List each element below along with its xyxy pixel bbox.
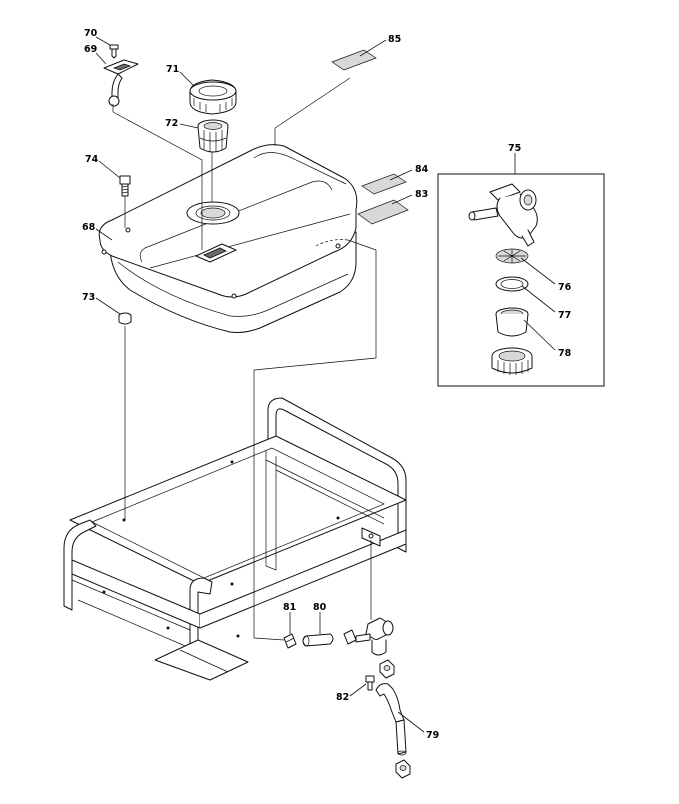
hose-clip-bottom <box>395 759 411 779</box>
callout-numbers: 70 69 71 72 74 68 73 85 84 83 75 76 77 7… <box>82 28 572 741</box>
ring-nut <box>491 347 533 375</box>
hose-clip-part-81 <box>283 633 297 649</box>
fuel-tank <box>98 144 358 333</box>
fuel-cock-part-75 <box>468 183 538 247</box>
callout-68: 68 <box>82 222 96 233</box>
o-ring-part-77 <box>495 276 529 292</box>
fuel-strainer-part-72 <box>197 119 229 153</box>
callout-81: 81 <box>283 602 296 613</box>
callout-79: 79 <box>426 730 439 741</box>
fuel-hose-part-80 <box>302 633 334 647</box>
bolt-part-82 <box>365 675 375 691</box>
label-part-85 <box>331 49 377 71</box>
callout-84: 84 <box>415 164 429 175</box>
callout-85: 85 <box>388 34 401 45</box>
bolt-part-74 <box>119 175 131 197</box>
callout-82: 82 <box>336 692 349 703</box>
filter-mesh-part-76 <box>495 248 529 264</box>
drain-hose-part-79 <box>375 683 407 756</box>
leader-lines <box>95 36 556 733</box>
generator-frame <box>63 397 407 681</box>
callout-77: 77 <box>558 310 571 321</box>
screw-part-70 <box>109 44 119 59</box>
hose-clip <box>343 629 357 645</box>
callout-75: 75 <box>508 143 521 154</box>
callout-78: 78 <box>558 348 572 359</box>
fuel-cup-part-78 <box>495 307 529 337</box>
callout-83: 83 <box>415 189 428 200</box>
callout-76: 76 <box>558 282 572 293</box>
label-part-83 <box>357 199 409 225</box>
callout-71: 71 <box>166 64 179 75</box>
callout-70: 70 <box>84 28 98 39</box>
fuel-cock-assembly <box>355 617 395 679</box>
callout-74: 74 <box>85 154 99 165</box>
callout-69: 69 <box>84 44 97 55</box>
callout-73: 73 <box>82 292 95 303</box>
callout-80: 80 <box>313 602 327 613</box>
rubber-mount-part-73 <box>118 312 132 325</box>
fuel-cock-detail-box <box>437 173 605 387</box>
fuel-cap-part-71 <box>189 79 237 115</box>
label-part-84 <box>361 173 407 195</box>
callout-72: 72 <box>165 118 178 129</box>
fuel-gauge-part-69 <box>103 59 139 107</box>
